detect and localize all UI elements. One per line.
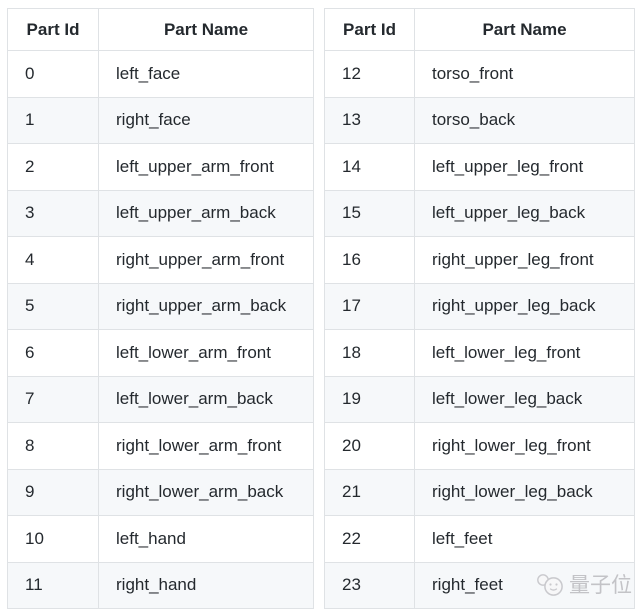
- part-id-cell: 18: [324, 329, 415, 377]
- part-name-cell: right_upper_arm_back: [98, 282, 314, 330]
- part-name-cell: torso_back: [414, 96, 635, 144]
- watermark-label: 量子位: [569, 574, 632, 597]
- part-id-cell: 8: [7, 422, 99, 470]
- part-id-cell: 17: [324, 282, 415, 330]
- part-name-cell: left_lower_leg_back: [414, 375, 635, 423]
- part-name-cell: left_lower_arm_front: [98, 329, 314, 377]
- part-id-cell: 5: [7, 282, 99, 330]
- part-name-cell: left_upper_arm_front: [98, 143, 314, 191]
- part-id-cell: 3: [7, 189, 99, 237]
- column-header-part-name: Part Name: [98, 8, 314, 51]
- part-name-cell: torso_front: [414, 50, 635, 98]
- column-header-part-id: Part Id: [324, 8, 415, 51]
- part-name-cell: left_feet: [414, 515, 635, 563]
- part-name-cell: left_upper_leg_back: [414, 189, 635, 237]
- part-id-cell: 7: [7, 375, 99, 423]
- part-id-cell: 20: [324, 422, 415, 470]
- part-id-cell: 4: [7, 236, 99, 284]
- part-id-cell: 21: [324, 468, 415, 516]
- part-name-cell: right_hand: [98, 561, 314, 609]
- qbitai-mascot-icon: [537, 574, 563, 596]
- part-id-cell: 0: [7, 50, 99, 98]
- column-header-part-id: Part Id: [7, 8, 99, 51]
- watermark: 量子位: [536, 572, 632, 599]
- part-id-cell: 11: [7, 561, 99, 609]
- part-id-cell: 22: [324, 515, 415, 563]
- part-id-cell: 9: [7, 468, 99, 516]
- part-id-cell: 2: [7, 143, 99, 191]
- part-name-cell: right_feet: [414, 561, 635, 609]
- part-id-cell: 10: [7, 515, 99, 563]
- part-name-cell: right_lower_arm_back: [98, 468, 314, 516]
- part-name-cell: right_face: [98, 96, 314, 144]
- part-id-cell: 15: [324, 189, 415, 237]
- part-name-cell: right_lower_leg_front: [414, 422, 635, 470]
- part-id-cell: 12: [324, 50, 415, 98]
- part-id-cell: 23: [324, 561, 415, 609]
- part-id-cell: 14: [324, 143, 415, 191]
- part-name-cell: right_upper_leg_front: [414, 236, 635, 284]
- part-name-cell: right_lower_arm_front: [98, 422, 314, 470]
- part-name-cell: left_hand: [98, 515, 314, 563]
- column-header-part-name: Part Name: [414, 8, 635, 51]
- part-name-cell: left_face: [98, 50, 314, 98]
- part-name-cell: right_upper_arm_front: [98, 236, 314, 284]
- part-id-cell: 13: [324, 96, 415, 144]
- part-id-cell: 6: [7, 329, 99, 377]
- part-name-cell: right_upper_leg_back: [414, 282, 635, 330]
- part-name-cell: left_upper_arm_back: [98, 189, 314, 237]
- part-id-cell: 19: [324, 375, 415, 423]
- part-id-cell: 16: [324, 236, 415, 284]
- part-name-cell: left_lower_arm_back: [98, 375, 314, 423]
- part-name-cell: left_upper_leg_front: [414, 143, 635, 191]
- part-name-cell: left_lower_leg_front: [414, 329, 635, 377]
- part-name-cell: right_lower_leg_back: [414, 468, 635, 516]
- part-id-cell: 1: [7, 96, 99, 144]
